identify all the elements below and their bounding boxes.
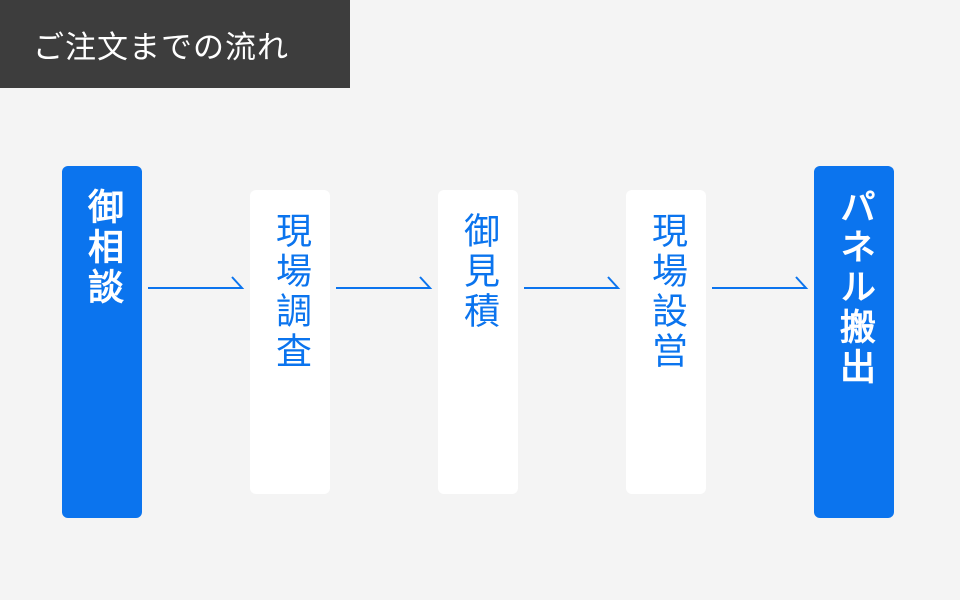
flow-step-panel-removal: パネル搬出 <box>814 166 894 518</box>
flow-arrow-icon <box>524 272 622 296</box>
flow-step-label: 御相談 <box>82 188 123 308</box>
flow-step-label: 現場設営 <box>646 212 687 372</box>
flow-arrow-icon <box>336 272 434 296</box>
flow-step-consultation: 御相談 <box>62 166 142 518</box>
flow-step-site-survey: 現場調査 <box>250 190 330 494</box>
page-title: ご注文までの流れ <box>33 29 289 66</box>
flow-step-label: 現場調査 <box>270 212 311 372</box>
flow-arrow-icon <box>712 272 810 296</box>
page-title-banner: ご注文までの流れ <box>0 0 350 88</box>
flow-step-label: 御見積 <box>458 212 499 332</box>
flow-arrow-icon <box>148 272 246 296</box>
flow-step-estimate: 御見積 <box>438 190 518 494</box>
flow-step-site-setup: 現場設営 <box>626 190 706 494</box>
flow-step-label: パネル搬出 <box>834 188 875 388</box>
